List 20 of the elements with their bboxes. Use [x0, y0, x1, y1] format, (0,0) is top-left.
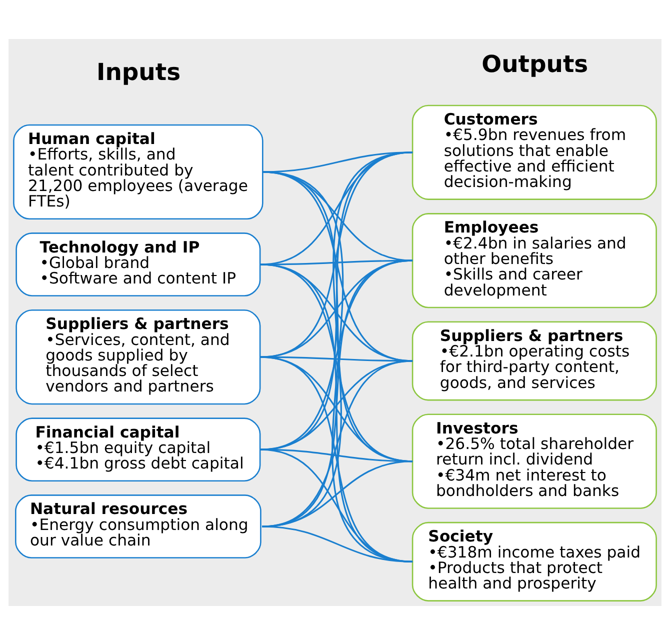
node-box: Suppliers & partners •€2.1bn operating costs for third-party content, goods, and services: [412, 320, 657, 400]
connector: [260, 356, 413, 462]
node-box: Society •€318m income taxes paid •Products that protect health and prosperity: [412, 521, 657, 601]
node-box: Customers •€5.9bn revenues from solutions that enable effective and efficient decision-making: [412, 104, 657, 200]
connector: [262, 360, 413, 527]
node-box: Financial capital •€1.5bn equity capital •€4.1bn gross debt capital: [16, 417, 261, 482]
node-box: Natural resources •Energy consumption along our value chain: [15, 494, 262, 558]
node-box: Suppliers & partners •Services, content, and goods supplied by thousands of select vendors and partners: [16, 308, 261, 404]
connector: [262, 525, 413, 562]
connector: [262, 460, 413, 527]
connector: [260, 448, 413, 562]
connector: [260, 360, 413, 450]
label: Inputs: [96, 57, 181, 86]
node-box: Employees •€2.4bn in salaries and other benefits •Skills and career development: [412, 212, 657, 308]
node-box: Human capital •Efforts, skills, and talent contributed by 21,200 employees (average FTEs): [13, 124, 264, 220]
node-box: Investors •26.5% total shareholder return incl. dividend •€34m net interest to bondholders and banks: [412, 413, 657, 508]
connector: [260, 151, 413, 265]
label: Outputs: [482, 50, 588, 78]
node-box: Technology and IP •Global brand •Software and content IP: [16, 232, 261, 296]
connector: [260, 356, 413, 562]
